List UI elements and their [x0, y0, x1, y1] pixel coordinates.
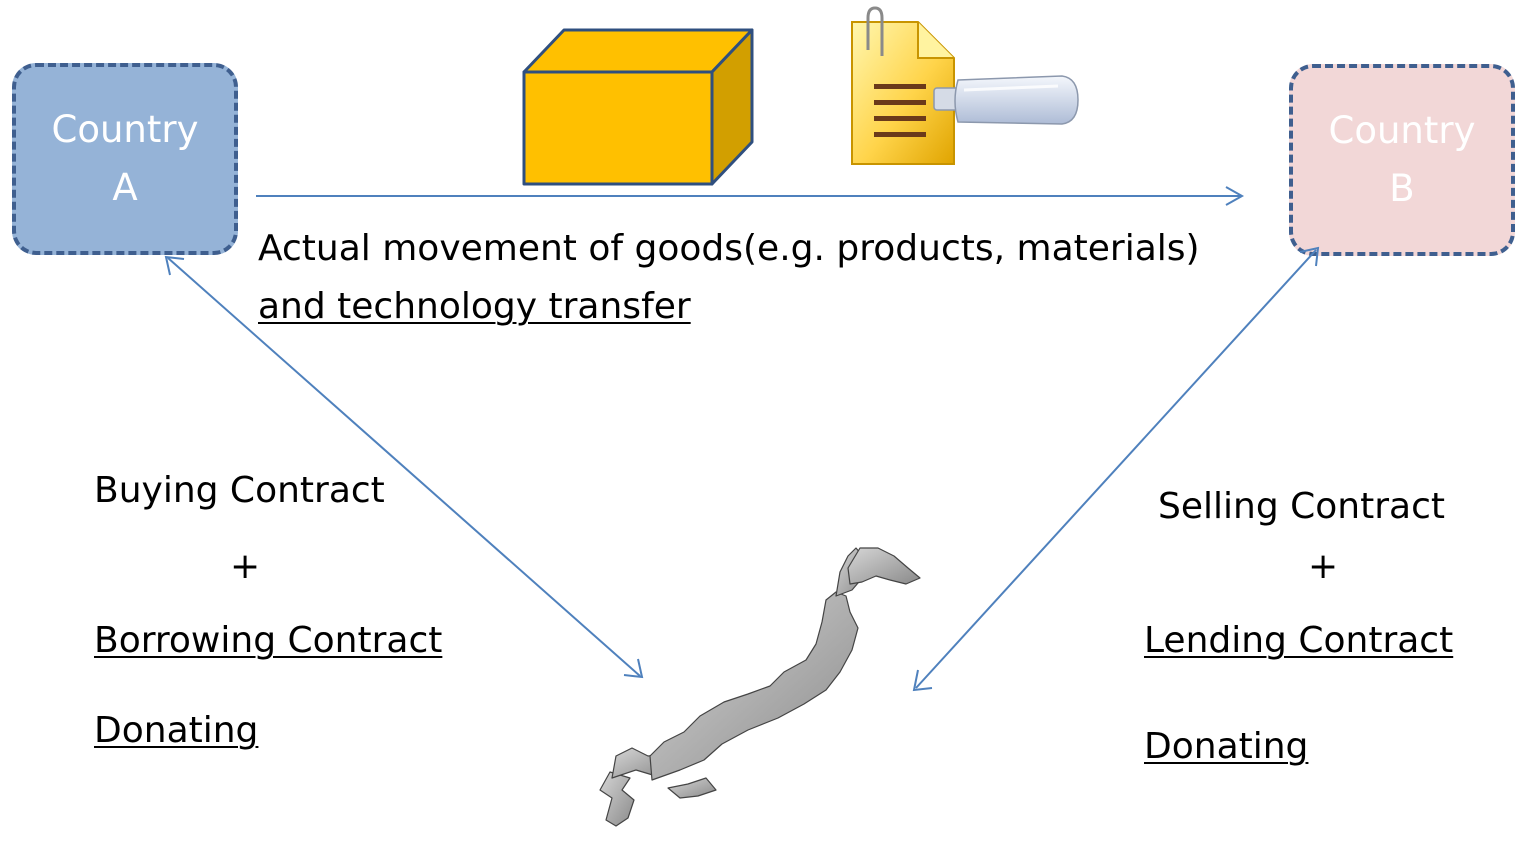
country-a-node: Country A: [12, 63, 238, 255]
selling-contract-label: Selling Contract: [1158, 486, 1445, 527]
country-a-label-line2: A: [112, 166, 138, 209]
usb-drive-icon: [933, 75, 1079, 125]
document-icon: [851, 6, 955, 165]
borrowing-contract-label: Borrowing Contract: [94, 620, 443, 661]
buying-contract-label: Buying Contract: [94, 470, 385, 511]
country-a-label-line1: Country: [51, 108, 199, 151]
right-donating-label: Donating: [1144, 726, 1309, 767]
country-b-label-line1: Country: [1328, 109, 1476, 152]
arrow-b-japan: [912, 246, 1320, 692]
lending-contract-label: Lending Contract: [1144, 620, 1454, 661]
arrow-a-to-b: [256, 186, 1245, 206]
country-b-node: Country B: [1289, 64, 1515, 256]
left-plus-sign: +: [230, 546, 261, 587]
country-b-label-line2: B: [1389, 167, 1415, 210]
japan-map-icon: [599, 547, 921, 827]
movement-text-line1: Actual movement of goods(e.g. products, …: [258, 228, 1200, 269]
arrow-a-japan: [164, 255, 644, 679]
right-plus-sign: +: [1308, 546, 1339, 587]
box-icon: [522, 28, 754, 186]
left-donating-label: Donating: [94, 710, 259, 751]
movement-text-line2: and technology transfer: [258, 286, 691, 327]
